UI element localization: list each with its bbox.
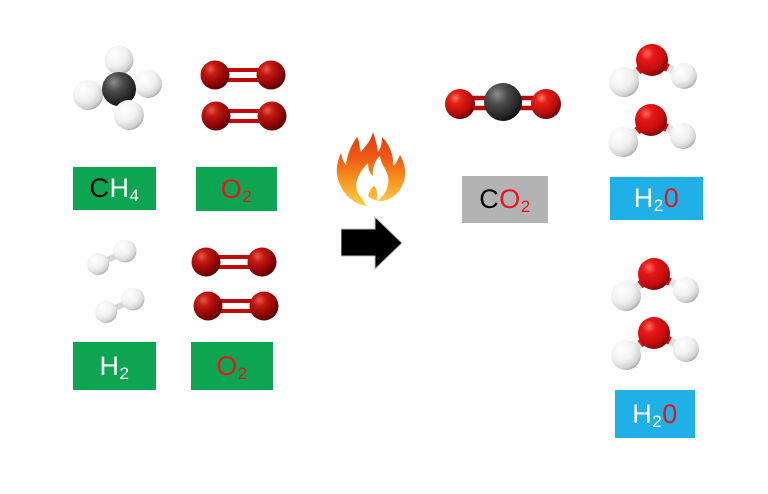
h2o-oxygen-symbol: 0: [662, 398, 678, 429]
right-arrow-icon: [340, 215, 403, 271]
oxygen-molecule: [199, 55, 287, 95]
ch4-carbon-symbol: C: [89, 173, 110, 203]
co2-oxygen-symbol: O: [499, 184, 521, 214]
o2-oxygen-symbol: O: [220, 173, 243, 204]
h2o-hydrogen-symbol: H: [632, 398, 653, 429]
methane-molecule: [62, 36, 174, 138]
oxygen-molecule: [192, 286, 280, 326]
oxygen-molecule: [190, 242, 278, 282]
h2o-hydrogen-symbol: H: [633, 183, 654, 213]
water-molecule: [602, 311, 708, 373]
o2-oxygen-symbol: O: [216, 350, 238, 381]
h2-hydrogen-symbol: H: [99, 350, 120, 381]
h2-subscript: 2: [119, 363, 130, 383]
carbon-dioxide-molecule: [444, 79, 562, 127]
co2-carbon-symbol: C: [479, 184, 500, 214]
co2-subscript: 2: [520, 197, 531, 216]
ch4-subscript: 4: [129, 186, 140, 205]
flame-icon: [336, 131, 408, 207]
ch4-hydrogen-symbol: H: [109, 173, 130, 203]
o2-subscript: 2: [242, 186, 253, 206]
water-molecule: [599, 98, 705, 160]
h2o-subscript: 2: [653, 196, 664, 215]
oxygen-molecule: [200, 96, 288, 136]
water-molecule: [602, 252, 708, 314]
hydrogen-molecule: [92, 286, 148, 326]
hydrogen-molecule: [84, 238, 140, 278]
water-molecule: [600, 38, 706, 100]
o2-subscript: 2: [237, 363, 248, 383]
h2o-oxygen-symbol: 0: [663, 183, 680, 213]
h2o-subscript: 2: [652, 411, 663, 431]
